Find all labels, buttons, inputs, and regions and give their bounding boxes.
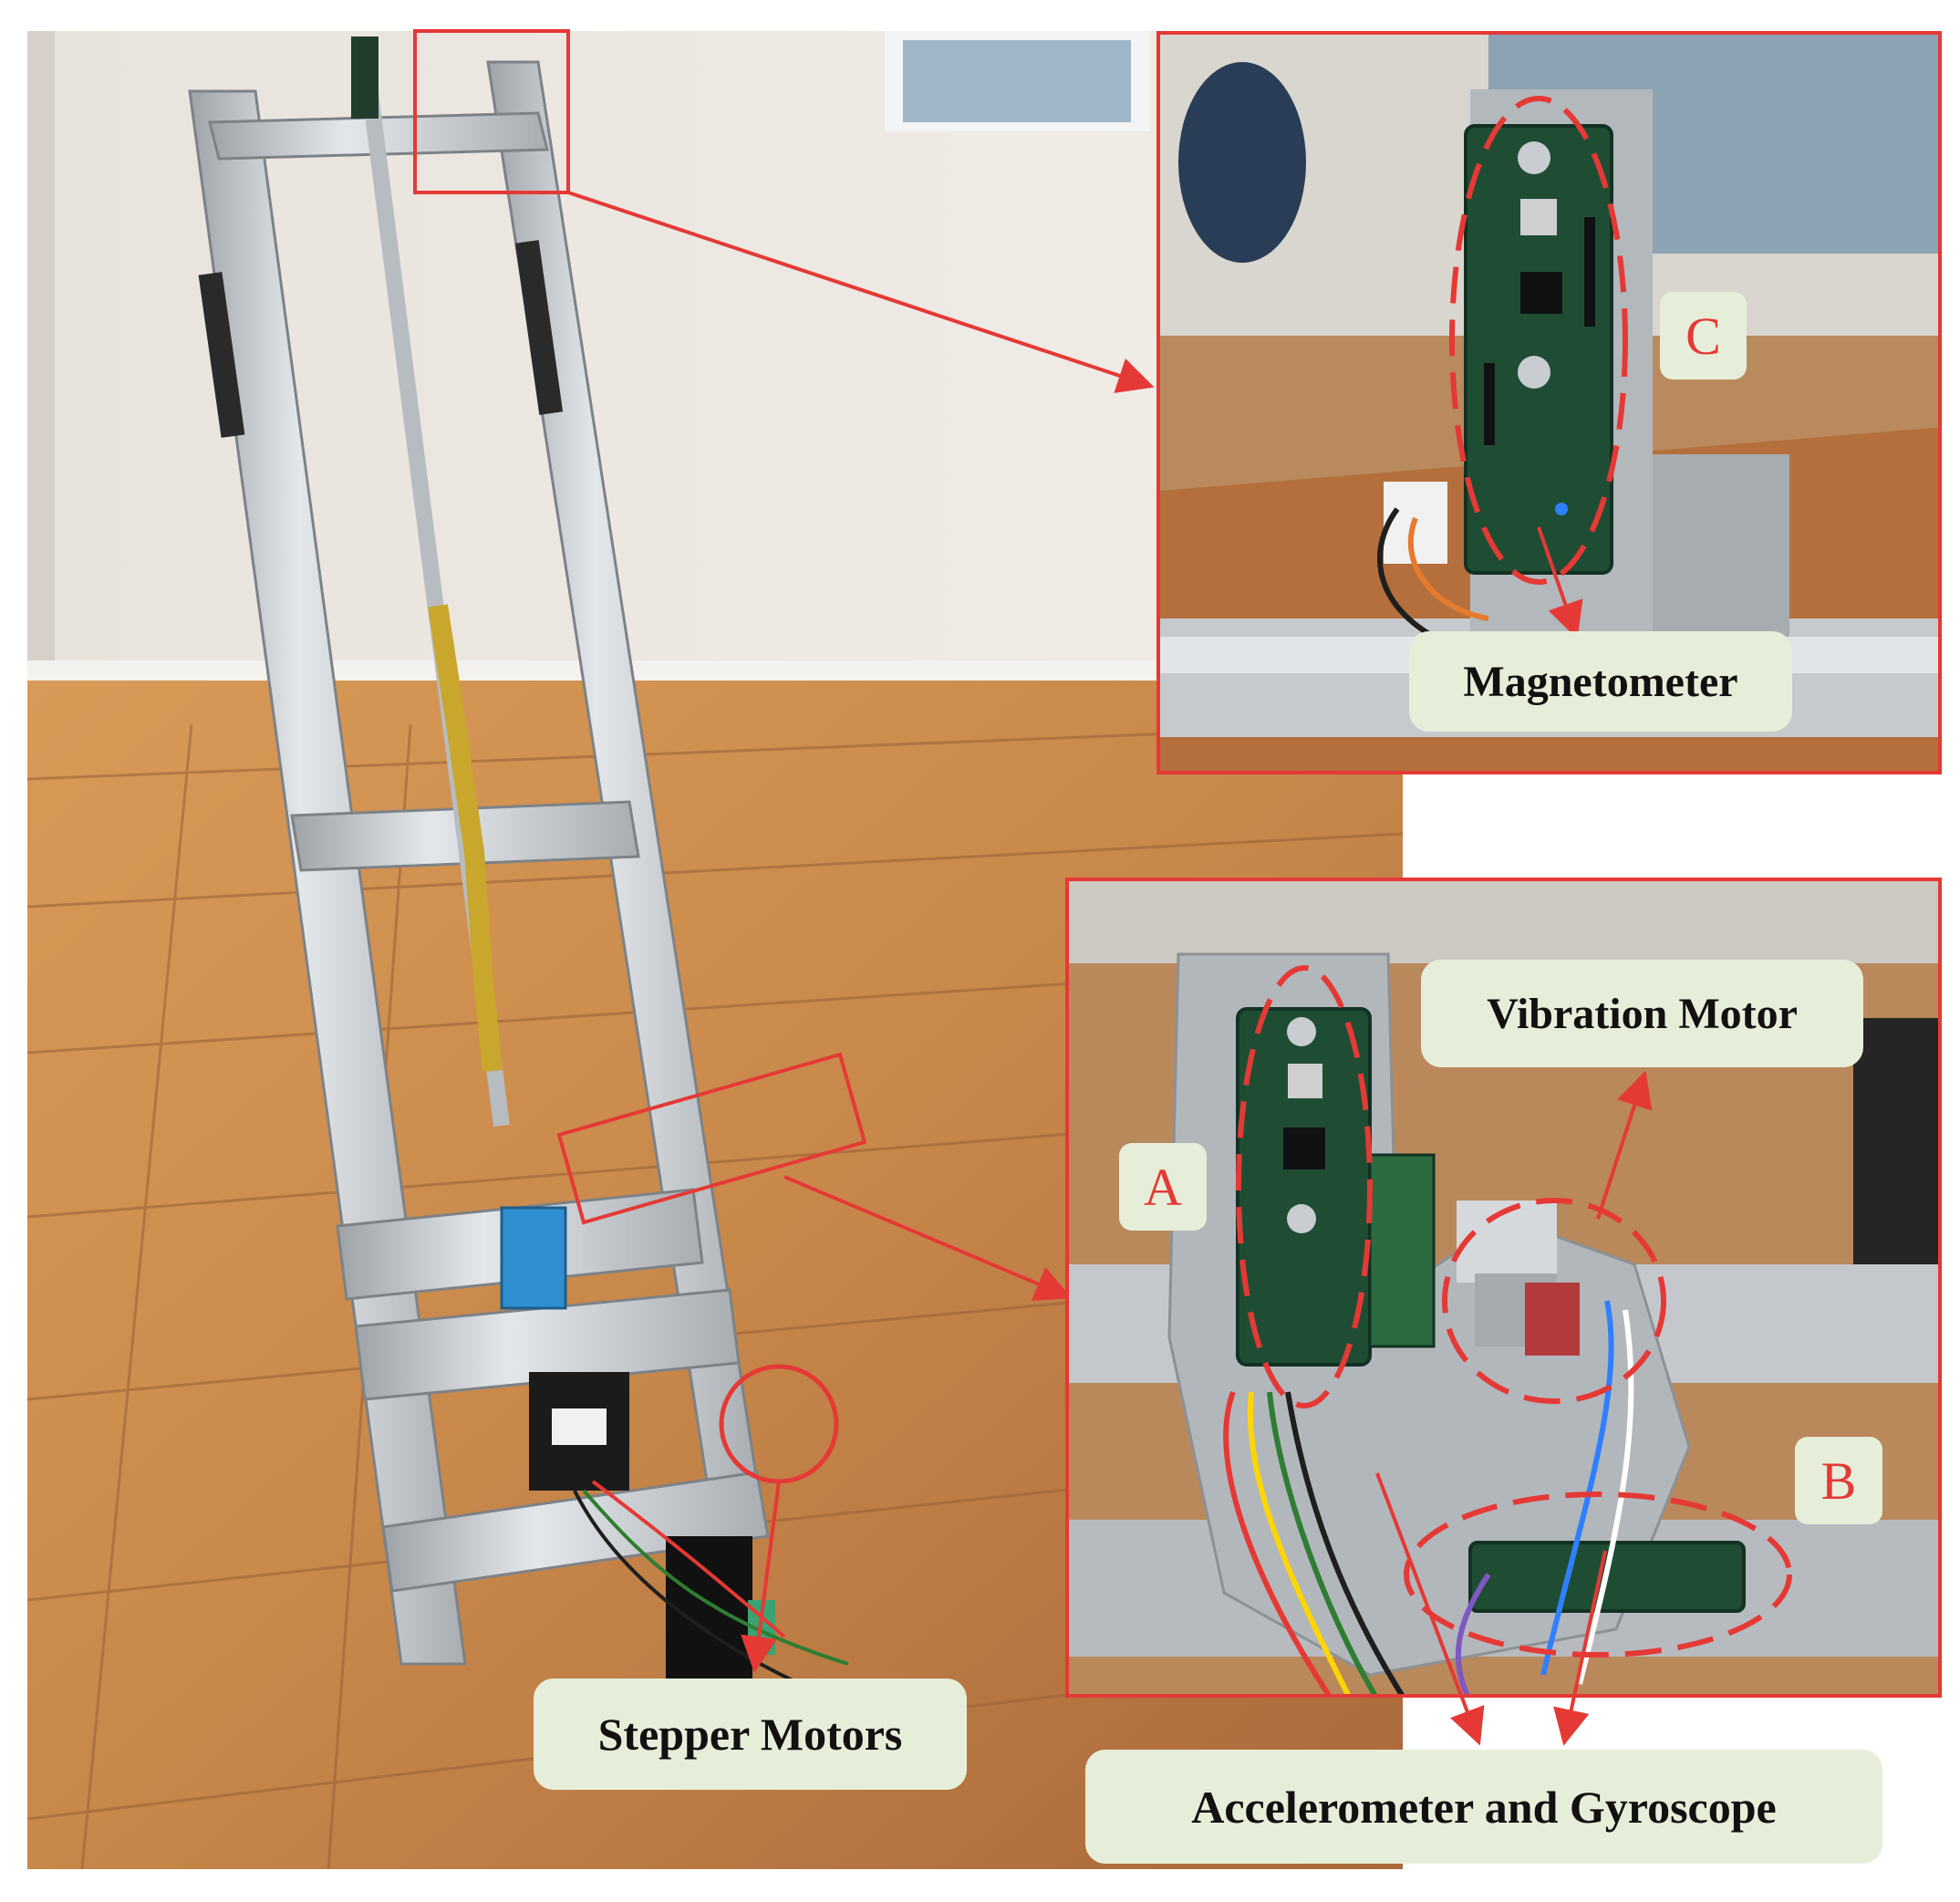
sensor-highlight-ellipse-b bbox=[1404, 1491, 1792, 1658]
magnetometer-label: Magnetometer bbox=[1409, 631, 1792, 732]
middle-assembly-highlight-box bbox=[556, 1052, 867, 1225]
sensor-highlight-ellipse-c bbox=[1449, 96, 1628, 585]
marker-b: B bbox=[1795, 1437, 1882, 1524]
accelerometer-gyroscope-label: Accelerometer and Gyroscope bbox=[1085, 1750, 1882, 1864]
vibration-motor-highlight-ellipse bbox=[1442, 1198, 1666, 1404]
vibration-motor-label: Vibration Motor bbox=[1421, 960, 1863, 1067]
marker-a: A bbox=[1119, 1143, 1207, 1231]
top-sensor-highlight-box bbox=[413, 29, 570, 194]
sensor-highlight-ellipse-a bbox=[1236, 965, 1373, 1408]
marker-c: C bbox=[1660, 292, 1747, 379]
arrow-to-accelerometer-inset bbox=[783, 1175, 1073, 1301]
stepper-motors-label: Stepper Motors bbox=[534, 1679, 967, 1790]
arrow-to-magnetometer-inset bbox=[567, 191, 1155, 393]
arrow-to-stepper-motors-label bbox=[741, 1481, 781, 1673]
